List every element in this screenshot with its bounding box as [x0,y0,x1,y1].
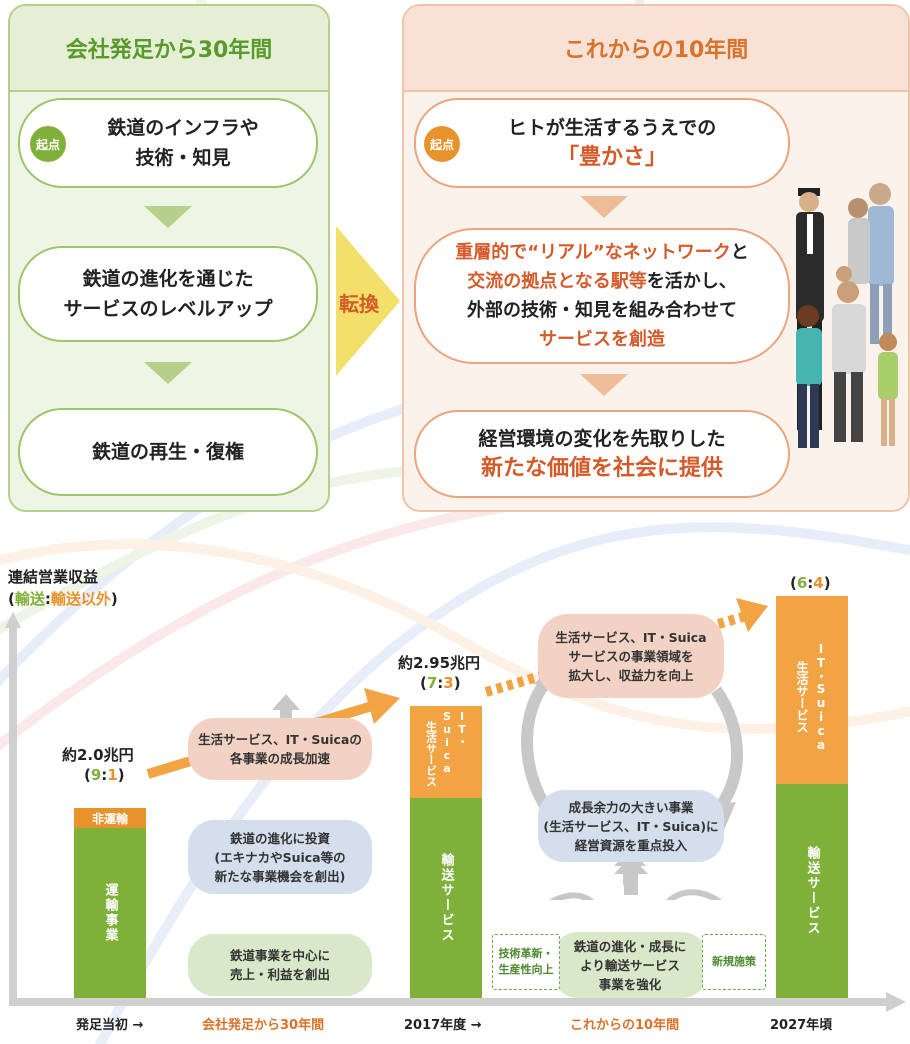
bar3-ratio: (6:4) [790,574,831,592]
x-label-period2: これからの10年間 [570,1018,680,1033]
bar1-ratio-non-transport: 1 [107,766,118,784]
bar1-bottom-segment: 運輸事業 [74,828,146,998]
bar3-bottom-segment: 輸送サービス [776,784,848,998]
bar1-ratio-colon: : [101,766,108,784]
bar2-bottom-segment: 輸送サービス [410,798,482,998]
bar3-top-label-2: IT・Suica [814,642,828,752]
x-label-period1: 会社発足から30年間 [202,1018,325,1033]
bar3-top-label-1: 生活サービス [795,661,809,733]
left-origin-line2: 技術・知見 [135,147,231,169]
left-revival-box: 鉄道の再生・復権 [18,408,318,496]
bar2-top-label-2: IT・Suica [440,710,469,775]
transition-arrow [336,226,400,376]
right-create-line3: 外部の技術・知見を組み合わせて [466,300,737,321]
right-origin-line2: 「豊かさ」 [556,145,667,170]
left-evolution-box: 鉄道の進化を通じた サービスのレベルアップ [18,246,318,342]
x-label-start: 発足当初 → [76,1018,144,1033]
bar2-ratio-transport: 7 [426,674,438,692]
left-evolution-line1: 鉄道の進化を通じた [82,268,254,290]
bar1-ratio: (9:1) [84,766,125,784]
bar2-bottom-label: 輸送サービス [438,853,454,943]
bar2-ratio-close: ) [453,674,461,692]
right-panel-title: これからの10年間 [404,6,908,92]
right-origin-box: ヒトが生活するうえでの 「豊かさ」 [414,98,790,188]
bar1-bottom-label: 運輸事業 [102,883,118,943]
left-down-arrow-1 [144,206,192,228]
bar2-ratio-non-transport: 3 [443,674,454,692]
y-sub-close: ) [110,590,118,608]
bar1-top-segment: 非運輸 [74,808,146,828]
growth-arrows [146,598,768,900]
bar2-top-label-1: 生活サービス [424,721,438,787]
box-expand-business: 生活サービス、IT・Suica サービスの事業領域を 拡大し、収益力を向上 [538,614,724,698]
bottom-arrow-up [614,856,648,895]
bar2-ratio-open: ( [420,674,427,692]
box-railway-core: 鉄道事業を中心に 売上・利益を創出 [188,934,372,996]
y-sub-transport: 輸送 [14,590,45,608]
bar1-ratio-close: ) [117,766,125,784]
left-down-arrow-2 [144,362,192,384]
left-panel-title: 会社発足から30年間 [10,6,328,92]
right-create-box: 重層的で“リアル”なネットワークと 交流の拠点となる駅等を活かし、 外部の技術・… [414,228,790,364]
right-create-t1: と [730,242,749,263]
bar2-amount: 約2.95兆円 [398,654,481,672]
bar3-ratio-open: ( [790,574,797,592]
bar3-ratio-transport: 6 [796,574,808,592]
chart-y-subtitle: (輸送:輸送以外) [8,588,118,609]
y-sub-colon: : [44,590,51,608]
people-illustration [796,183,898,448]
right-origin-line1: ヒトが生活するうえでの [507,117,717,139]
right-value-box: 経営環境の変化を先取りした 新たな価値を社会に提供 [414,410,790,498]
bar3-ratio-colon: : [807,574,814,592]
right-create-hl2: 交流の拠点となる駅等 [467,271,647,292]
tag-tech-innovation: 技術革新・ 生産性向上 [492,934,560,990]
right-create-hl1: 重層的で“リアル”なネットワーク [455,242,731,263]
tag-new-measures: 新規施策 [702,934,766,990]
box-growth-accelerate: 生活サービス、IT・Suicaの 各事業の成長加速 [188,718,372,780]
box-strengthen-transport: 鉄道の進化・成長に より輸送サービス 事業を強化 [552,932,708,998]
y-sub-open: ( [8,590,15,608]
bar1-amount: 約2.0兆円 [62,746,134,764]
box-focus-resources: 成長余力の大きい事業 (生活サービス、IT・Suica)に 経営資源を重点投入 [538,790,724,862]
x-label-end: 2027年頃 [770,1018,833,1033]
x-label-mid: 2017年度 → [404,1018,482,1033]
right-down-arrow-2 [580,374,628,396]
left-evolution-line2: サービスのレベルアップ [63,298,273,320]
transition-label: 転換 [339,292,379,316]
bar2-ratio: (7:3) [420,674,461,692]
bar2-ratio-colon: : [437,674,444,692]
bar3-top-segment: 生活サービス IT・Suica [776,596,848,784]
left-origin-box: 鉄道のインフラや 技術・知見 [18,98,318,188]
bar2-top-segment: 生活サービス IT・Suica [410,706,482,798]
left-origin-line1: 鉄道のインフラや [107,117,259,139]
right-value-line1: 経営環境の変化を先取りした [478,428,726,450]
right-origin-badge: 起点 [424,126,460,162]
left-origin-badge: 起点 [30,126,66,162]
chart-y-title: 連結営業収益 [8,568,99,586]
chart-axes [5,612,906,1012]
bar3-ratio-non-transport: 4 [813,574,824,592]
right-down-arrow-1 [580,196,628,218]
bar1-ratio-transport: 9 [90,766,102,784]
bar3-bottom-label: 輸送サービス [804,846,820,936]
right-create-t2: を活かし、 [646,271,737,292]
right-value-line2: 新たな価値を社会に提供 [480,456,723,481]
left-revival-text: 鉄道の再生・復権 [91,441,244,463]
y-sub-non-transport: 輸送以外 [50,590,111,608]
bar3-ratio-close: ) [823,574,831,592]
box-invest-railway: 鉄道の進化に投資 (エキナカやSuica等の 新たな事業機会を創出) [188,820,372,894]
right-create-hl3: サービスを創造 [538,329,665,350]
bar1-top-label: 非運輸 [91,811,128,826]
bar1-ratio-open: ( [84,766,91,784]
